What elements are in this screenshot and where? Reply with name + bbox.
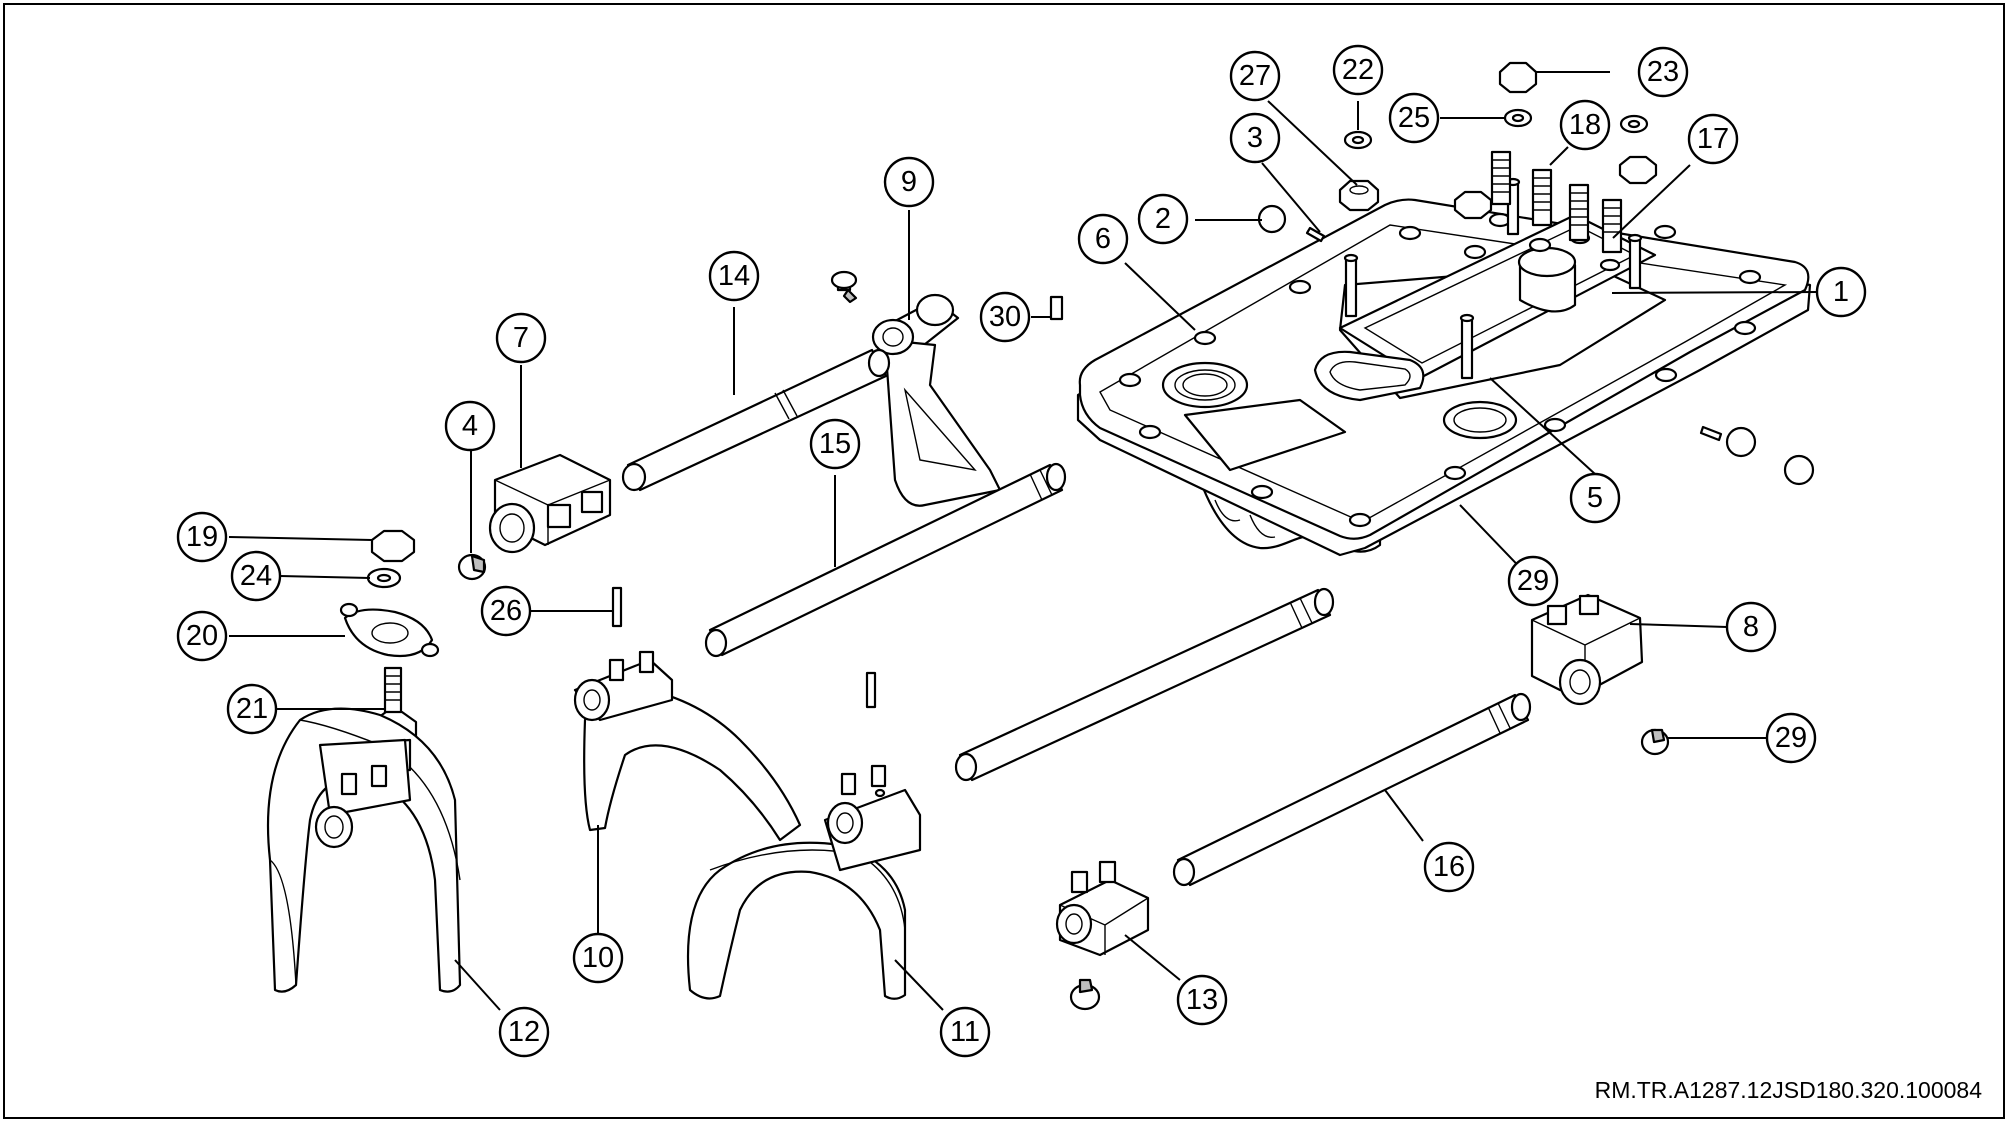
detent-plug-29 bbox=[1640, 728, 1670, 756]
svg-text:11: 11 bbox=[950, 1016, 980, 1048]
callout-16: 16 bbox=[1423, 841, 1475, 893]
callout-9: 9 bbox=[883, 156, 935, 208]
svg-text:7: 7 bbox=[513, 322, 529, 354]
pin-center bbox=[865, 671, 877, 709]
callout-15: 15 bbox=[809, 418, 861, 470]
callout-19: 19 bbox=[176, 511, 228, 563]
svg-text:5: 5 bbox=[1587, 482, 1603, 514]
svg-text:27: 27 bbox=[1239, 60, 1271, 92]
svg-text:10: 10 bbox=[582, 942, 614, 974]
callout-8: 8 bbox=[1725, 601, 1777, 653]
ball-right-b bbox=[1783, 454, 1815, 486]
detent-plug-bottom bbox=[1069, 978, 1101, 1011]
svg-text:29: 29 bbox=[1775, 722, 1807, 754]
shift-block-8 bbox=[1530, 593, 1644, 706]
svg-text:4: 4 bbox=[462, 410, 478, 442]
callout-4: 4 bbox=[444, 400, 496, 452]
callout-1: 1 bbox=[1815, 266, 1867, 318]
svg-text:8: 8 bbox=[1743, 611, 1759, 643]
shift-block-13 bbox=[1055, 860, 1150, 957]
shift-rail-16 bbox=[1172, 692, 1532, 887]
callout-25: 25 bbox=[1388, 92, 1440, 144]
svg-text:17: 17 bbox=[1697, 123, 1729, 155]
svg-text:30: 30 bbox=[989, 301, 1021, 333]
svg-text:23: 23 bbox=[1647, 56, 1679, 88]
pin-26 bbox=[611, 586, 623, 628]
callout-29a: 29 bbox=[1507, 555, 1559, 607]
callouts: 1 2 3 4 5 6 7 8 9 10 11 12 13 14 15 16 1… bbox=[176, 44, 1867, 1058]
svg-text:6: 6 bbox=[1095, 223, 1111, 255]
shift-fork-12 bbox=[266, 707, 462, 993]
svg-text:14: 14 bbox=[718, 260, 750, 292]
pin-right bbox=[1699, 425, 1723, 442]
svg-text:18: 18 bbox=[1569, 109, 1601, 141]
callout-23: 23 bbox=[1637, 46, 1689, 98]
callout-29b: 29 bbox=[1765, 712, 1817, 764]
shift-lever-9 bbox=[871, 293, 1002, 507]
svg-text:9: 9 bbox=[901, 166, 917, 198]
pin-3 bbox=[1305, 226, 1326, 243]
detent-plug-top bbox=[830, 270, 858, 304]
svg-text:3: 3 bbox=[1247, 122, 1263, 154]
shift-rail-15 bbox=[704, 462, 1067, 658]
callout-22: 22 bbox=[1332, 44, 1384, 96]
bracket-20 bbox=[339, 602, 440, 658]
shift-block-7 bbox=[488, 453, 612, 554]
shift-fork-10 bbox=[573, 650, 802, 842]
callout-24: 24 bbox=[230, 550, 282, 602]
callout-5: 5 bbox=[1569, 472, 1621, 524]
svg-text:20: 20 bbox=[186, 620, 218, 652]
shift-fork-11 bbox=[686, 764, 922, 1000]
callout-2: 2 bbox=[1137, 193, 1189, 245]
detent-plug-4 bbox=[457, 553, 487, 581]
callout-7: 7 bbox=[495, 312, 547, 364]
callout-3: 3 bbox=[1229, 112, 1281, 164]
callout-13: 13 bbox=[1176, 974, 1228, 1026]
ball-right-a bbox=[1725, 426, 1757, 458]
detent-springs bbox=[1490, 150, 1623, 254]
svg-text:21: 21 bbox=[236, 693, 268, 725]
pin-30 bbox=[1049, 295, 1064, 321]
leader-lines bbox=[228, 71, 1818, 1011]
svg-text:1: 1 bbox=[1833, 276, 1849, 308]
diagram-frame bbox=[3, 3, 2005, 1119]
shift-rail-center bbox=[954, 587, 1335, 782]
svg-text:25: 25 bbox=[1398, 102, 1430, 134]
callout-6: 6 bbox=[1077, 213, 1129, 265]
cover-nut-left bbox=[1453, 190, 1493, 220]
svg-text:24: 24 bbox=[240, 560, 272, 592]
svg-text:15: 15 bbox=[819, 428, 851, 460]
nut-19 bbox=[370, 529, 416, 563]
cover-nut-right bbox=[1618, 155, 1658, 185]
callout-11: 11 bbox=[939, 1006, 991, 1058]
svg-text:13: 13 bbox=[1186, 984, 1218, 1016]
callout-27: 27 bbox=[1229, 50, 1281, 102]
callout-18: 18 bbox=[1559, 99, 1611, 151]
nut-23 bbox=[1498, 61, 1538, 94]
callout-30: 30 bbox=[979, 291, 1031, 343]
shift-rail-14 bbox=[621, 348, 891, 492]
washer-24 bbox=[366, 567, 402, 589]
svg-text:22: 22 bbox=[1342, 54, 1374, 86]
shift-cover-plate bbox=[1076, 150, 1812, 557]
svg-text:2: 2 bbox=[1155, 203, 1171, 235]
callout-12: 12 bbox=[498, 1006, 550, 1058]
callout-21: 21 bbox=[226, 683, 278, 735]
svg-text:19: 19 bbox=[186, 521, 218, 553]
nut-27 bbox=[1338, 179, 1380, 212]
svg-text:12: 12 bbox=[508, 1016, 540, 1048]
ball-2 bbox=[1257, 204, 1287, 234]
svg-text:16: 16 bbox=[1433, 851, 1465, 883]
svg-text:26: 26 bbox=[490, 595, 522, 627]
callout-17: 17 bbox=[1687, 113, 1739, 165]
cover-studs bbox=[1343, 177, 1643, 380]
svg-text:29: 29 bbox=[1517, 565, 1549, 597]
callout-26: 26 bbox=[480, 585, 532, 637]
reference-code: RM.TR.A1287.12JSD180.320.100084 bbox=[1594, 1077, 1982, 1103]
callout-10: 10 bbox=[572, 932, 624, 984]
callout-20: 20 bbox=[176, 610, 228, 662]
callout-14: 14 bbox=[708, 250, 760, 302]
